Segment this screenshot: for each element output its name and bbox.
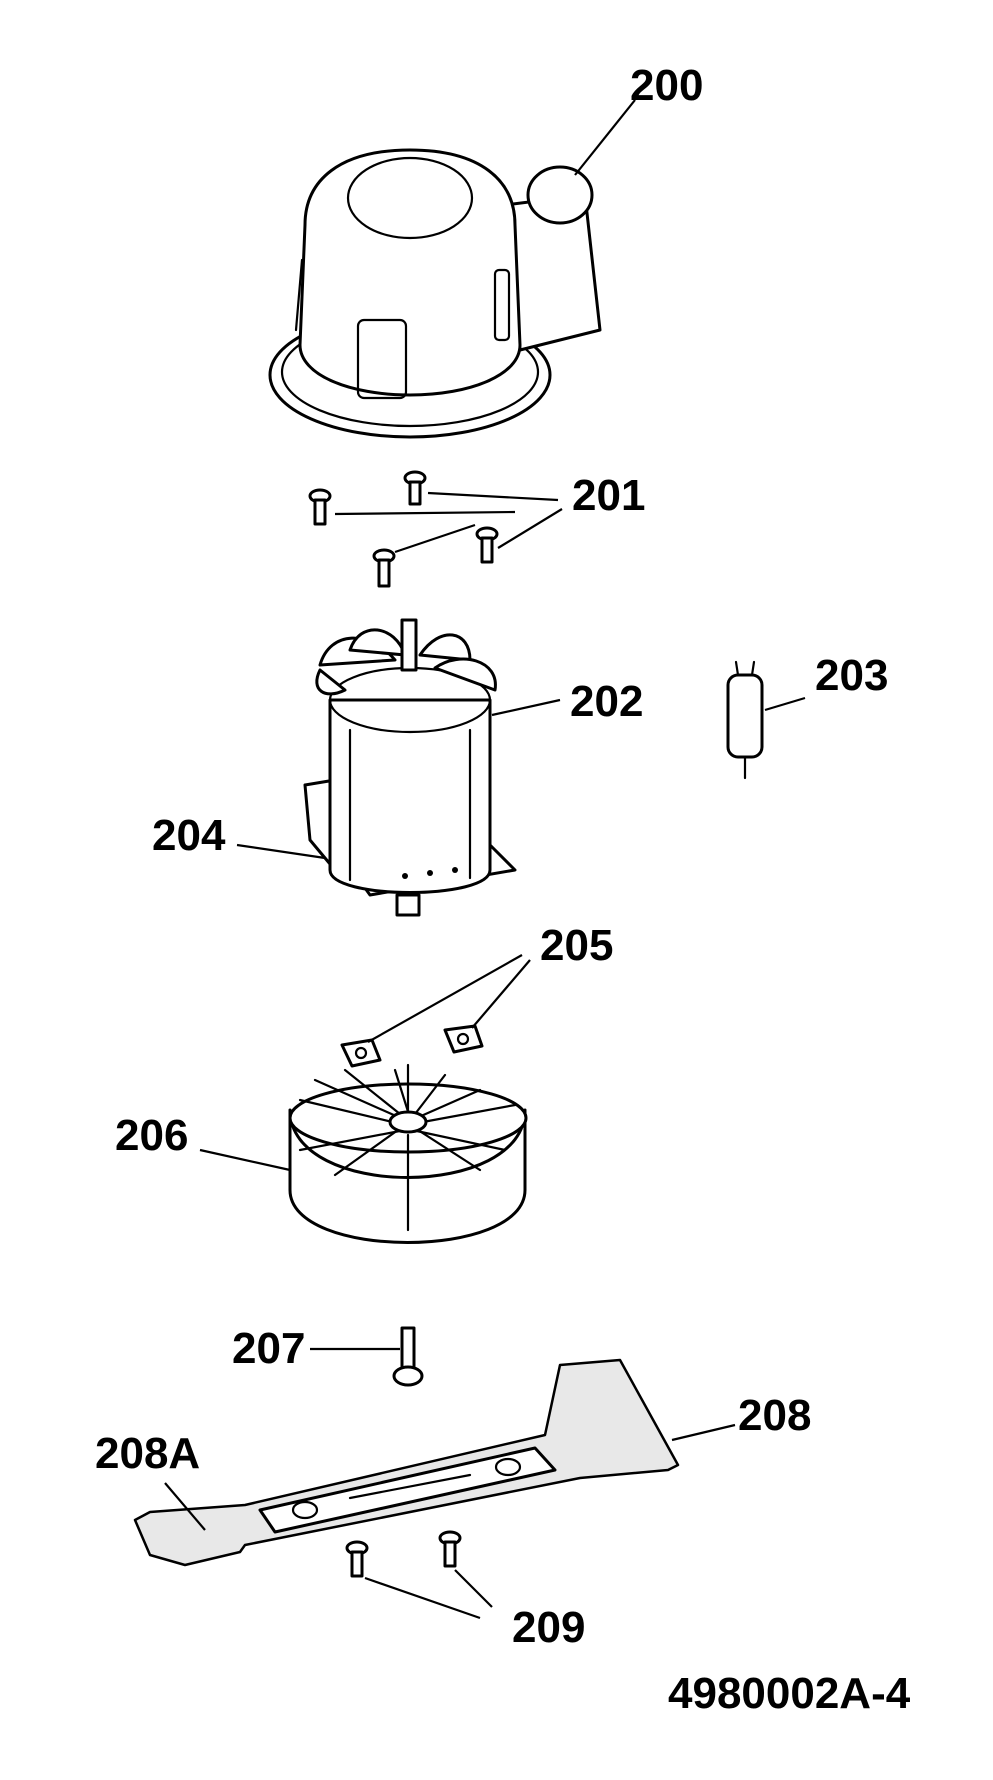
label-201: 201	[572, 471, 645, 520]
label-209: 209	[512, 1603, 585, 1652]
part-209-screws	[345, 1530, 493, 1620]
label-205: 205	[540, 921, 613, 970]
part-201-screws	[308, 470, 563, 588]
leader-200	[574, 99, 636, 176]
screw	[403, 470, 427, 506]
part-202-motor	[303, 618, 517, 917]
screw	[308, 488, 332, 526]
part-208-blade	[133, 1358, 736, 1567]
label-208a: 208A	[95, 1429, 200, 1478]
label-206: 206	[115, 1111, 188, 1160]
label-207: 207	[232, 1324, 305, 1373]
label-204: 204	[152, 811, 226, 860]
label-200: 200	[630, 61, 703, 110]
leader-204	[236, 843, 326, 860]
part-200-motor-cover	[268, 148, 602, 439]
screw	[475, 526, 499, 564]
leader-206	[199, 1148, 291, 1172]
label-202: 202	[570, 677, 643, 726]
part-205-nuts	[340, 954, 531, 1068]
part-207-bolt	[310, 1326, 424, 1387]
part-203-capacitor	[726, 660, 806, 780]
drawing-number: 4980002A-4	[668, 1669, 911, 1718]
label-203: 203	[815, 651, 888, 700]
leader-202	[491, 698, 561, 717]
label-208: 208	[738, 1391, 811, 1440]
screw	[372, 548, 396, 588]
part-206-fan	[288, 1063, 528, 1244]
